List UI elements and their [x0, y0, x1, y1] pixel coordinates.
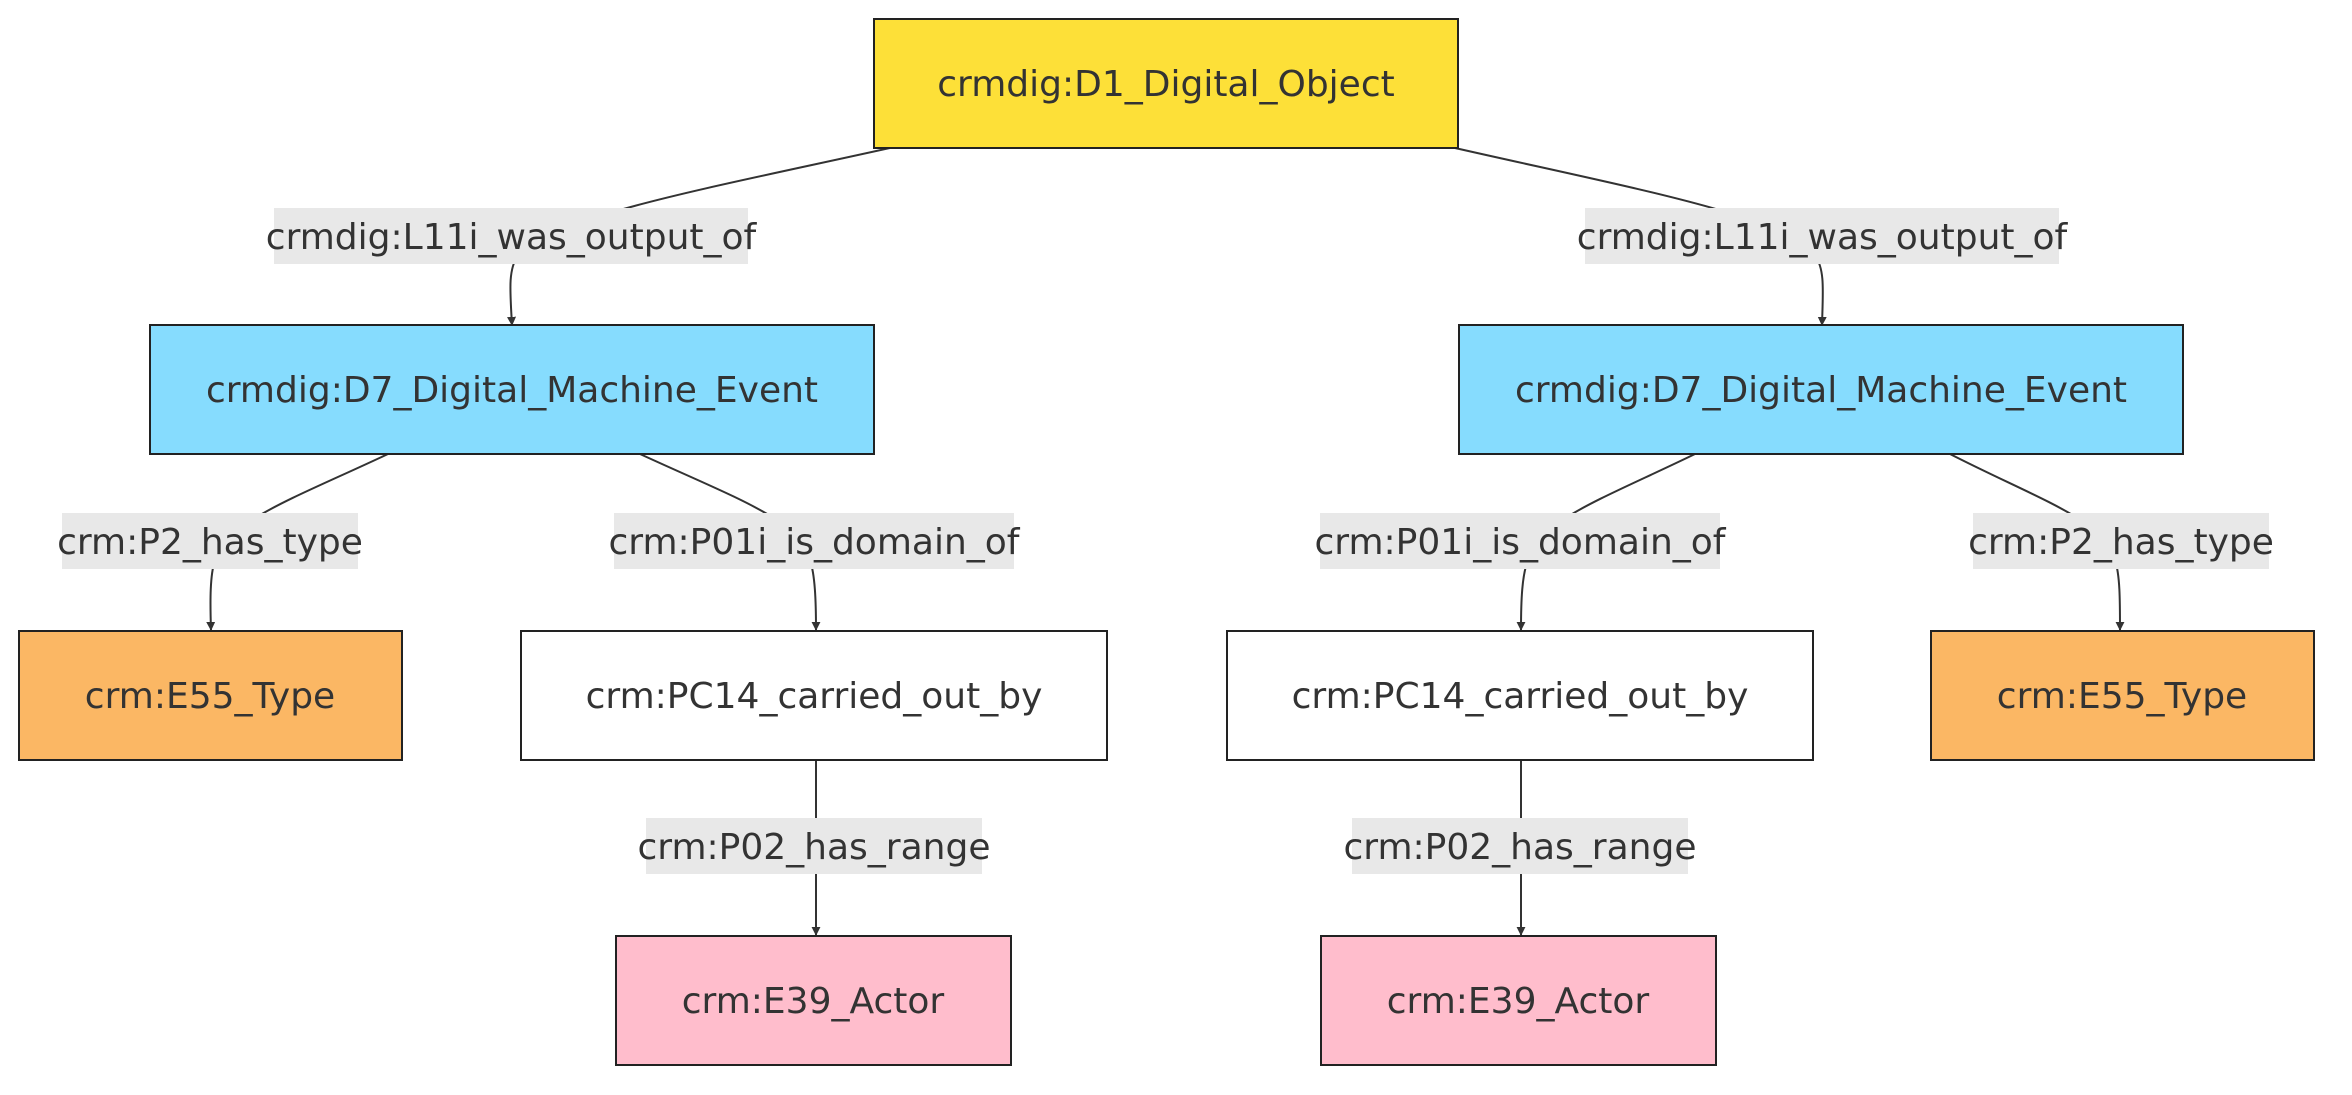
- edge-label-text: crm:P01i_is_domain_of: [1315, 522, 1727, 563]
- node-actor-left[interactable]: crm:E39_Actor: [615, 935, 1012, 1066]
- node-type-left[interactable]: crm:E55_Type: [18, 630, 403, 761]
- node-type-right[interactable]: crm:E55_Type: [1930, 630, 2315, 761]
- node-machine-event-right[interactable]: crmdig:D7_Digital_Machine_Event: [1458, 324, 2184, 455]
- edge-label-text: crmdig:L11i_was_output_of: [1577, 217, 2069, 258]
- node-label: crm:E39_Actor: [1387, 981, 1650, 1022]
- edge-label-d7-right-to-pc14-right: crm:P01i_is_domain_of: [1315, 513, 1727, 569]
- node-label: crm:E39_Actor: [682, 981, 945, 1022]
- edge-label-text: crm:P2_has_type: [1968, 522, 2274, 563]
- edge-labels: crmdig:L11i_was_output_of crmdig:L11i_wa…: [57, 208, 2274, 874]
- node-label: crm:E55_Type: [85, 676, 335, 717]
- edge-label-text: crm:P2_has_type: [57, 522, 363, 563]
- node-label: crm:E55_Type: [1997, 676, 2247, 717]
- edge-label-d7-right-to-e55-right: crm:P2_has_type: [1968, 513, 2274, 569]
- node-label: crmdig:D1_Digital_Object: [937, 64, 1395, 105]
- node-label: crmdig:D7_Digital_Machine_Event: [206, 370, 818, 411]
- node-label: crm:PC14_carried_out_by: [1292, 676, 1749, 717]
- edges: [206, 147, 2125, 936]
- edge-label-pc14-left-to-e39-left: crm:P02_has_range: [638, 818, 991, 874]
- edge-label-text: crm:P02_has_range: [638, 827, 991, 868]
- edge-label-d7-left-to-pc14-left: crm:P01i_is_domain_of: [609, 513, 1021, 569]
- edge-label-text: crmdig:L11i_was_output_of: [266, 217, 758, 258]
- node-machine-event-left[interactable]: crmdig:D7_Digital_Machine_Event: [149, 324, 875, 455]
- node-carried-out-by-right[interactable]: crm:PC14_carried_out_by: [1226, 630, 1814, 761]
- edge-label-d1-to-d7-left: crmdig:L11i_was_output_of: [266, 208, 758, 264]
- edge-label-pc14-right-to-e39-right: crm:P02_has_range: [1344, 818, 1697, 874]
- node-digital-object[interactable]: crmdig:D1_Digital_Object: [873, 18, 1459, 149]
- nodes: crmdig:D1_Digital_Object crmdig:D7_Digit…: [18, 18, 2315, 1066]
- node-label: crm:PC14_carried_out_by: [586, 676, 1043, 717]
- node-label: crmdig:D7_Digital_Machine_Event: [1515, 370, 2127, 411]
- edge-label-text: crm:P01i_is_domain_of: [609, 522, 1021, 563]
- node-carried-out-by-left[interactable]: crm:PC14_carried_out_by: [520, 630, 1108, 761]
- edge-label-d7-left-to-e55-left: crm:P2_has_type: [57, 513, 363, 569]
- edge-label-d1-to-d7-right: crmdig:L11i_was_output_of: [1577, 208, 2069, 264]
- edge-label-text: crm:P02_has_range: [1344, 827, 1697, 868]
- node-actor-right[interactable]: crm:E39_Actor: [1320, 935, 1717, 1066]
